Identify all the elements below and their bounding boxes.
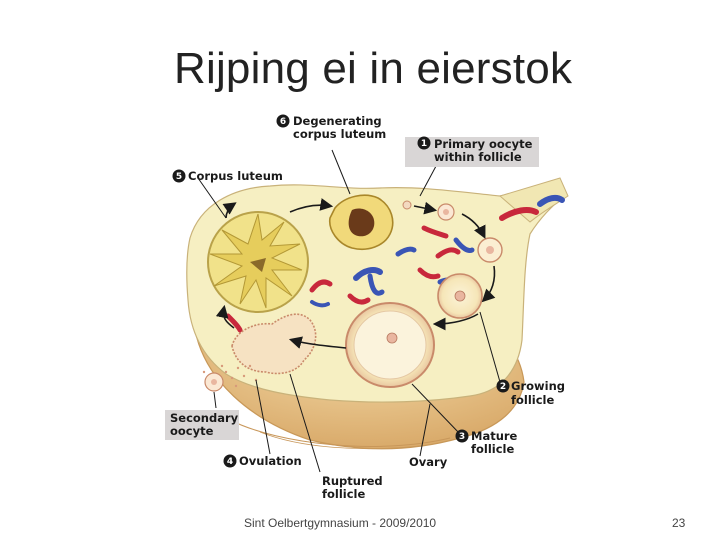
svg-text:Corpus luteum: Corpus luteum — [188, 169, 283, 183]
footer-school: Sint Oelbertgymnasium - 2009/2010 — [244, 516, 437, 530]
svg-text:follicle: follicle — [511, 393, 554, 407]
svg-text:corpus luteum: corpus luteum — [293, 127, 386, 141]
svg-text:5: 5 — [176, 172, 182, 182]
label-mature-follicle: 3 Mature follicle — [455, 429, 518, 456]
label-growing-follicle: 2 Growing follicle — [496, 379, 565, 407]
cycle-arrows — [215, 198, 496, 349]
label-ovary: Ovary — [409, 455, 448, 469]
svg-text:4: 4 — [227, 457, 233, 467]
svg-text:Mature: Mature — [471, 429, 518, 443]
label-ruptured-follicle: Ruptured follicle — [322, 474, 383, 501]
svg-text:follicle: follicle — [471, 442, 514, 456]
svg-text:Degenerating: Degenerating — [293, 114, 382, 128]
degenerating-corpus-luteum — [328, 194, 394, 250]
svg-text:Growing: Growing — [511, 379, 565, 393]
svg-text:Ruptured: Ruptured — [322, 474, 383, 488]
label-degenerating-corpus-luteum: 6 Degenerating corpus luteum — [276, 114, 386, 141]
svg-text:within follicle: within follicle — [434, 150, 522, 164]
label-primary-oocyte: 1 Primary oocyte within follicle — [405, 136, 539, 167]
svg-text:Ovulation: Ovulation — [239, 454, 302, 468]
label-corpus-luteum: 5 Corpus luteum — [172, 169, 283, 183]
page-number: 23 — [672, 516, 686, 530]
svg-text:6: 6 — [280, 117, 286, 127]
svg-text:Primary oocyte: Primary oocyte — [434, 137, 533, 151]
svg-text:oocyte: oocyte — [170, 424, 214, 438]
primary-oocyte — [402, 200, 455, 221]
slide-title: Rijping ei in eierstok — [174, 44, 573, 93]
blood-vessels — [225, 194, 565, 333]
svg-text:3: 3 — [459, 432, 465, 442]
mature-follicle — [345, 302, 435, 388]
ruptured-follicle — [202, 313, 317, 392]
growing-follicle — [437, 237, 503, 319]
svg-text:follicle: follicle — [322, 487, 365, 501]
svg-text:2: 2 — [500, 382, 506, 392]
svg-text:1: 1 — [421, 139, 427, 149]
corpus-luteum — [207, 211, 309, 313]
svg-text:Secondary: Secondary — [170, 411, 239, 425]
label-secondary-oocyte: Secondary oocyte — [165, 410, 239, 440]
label-ovulation: 4 Ovulation — [223, 454, 302, 468]
